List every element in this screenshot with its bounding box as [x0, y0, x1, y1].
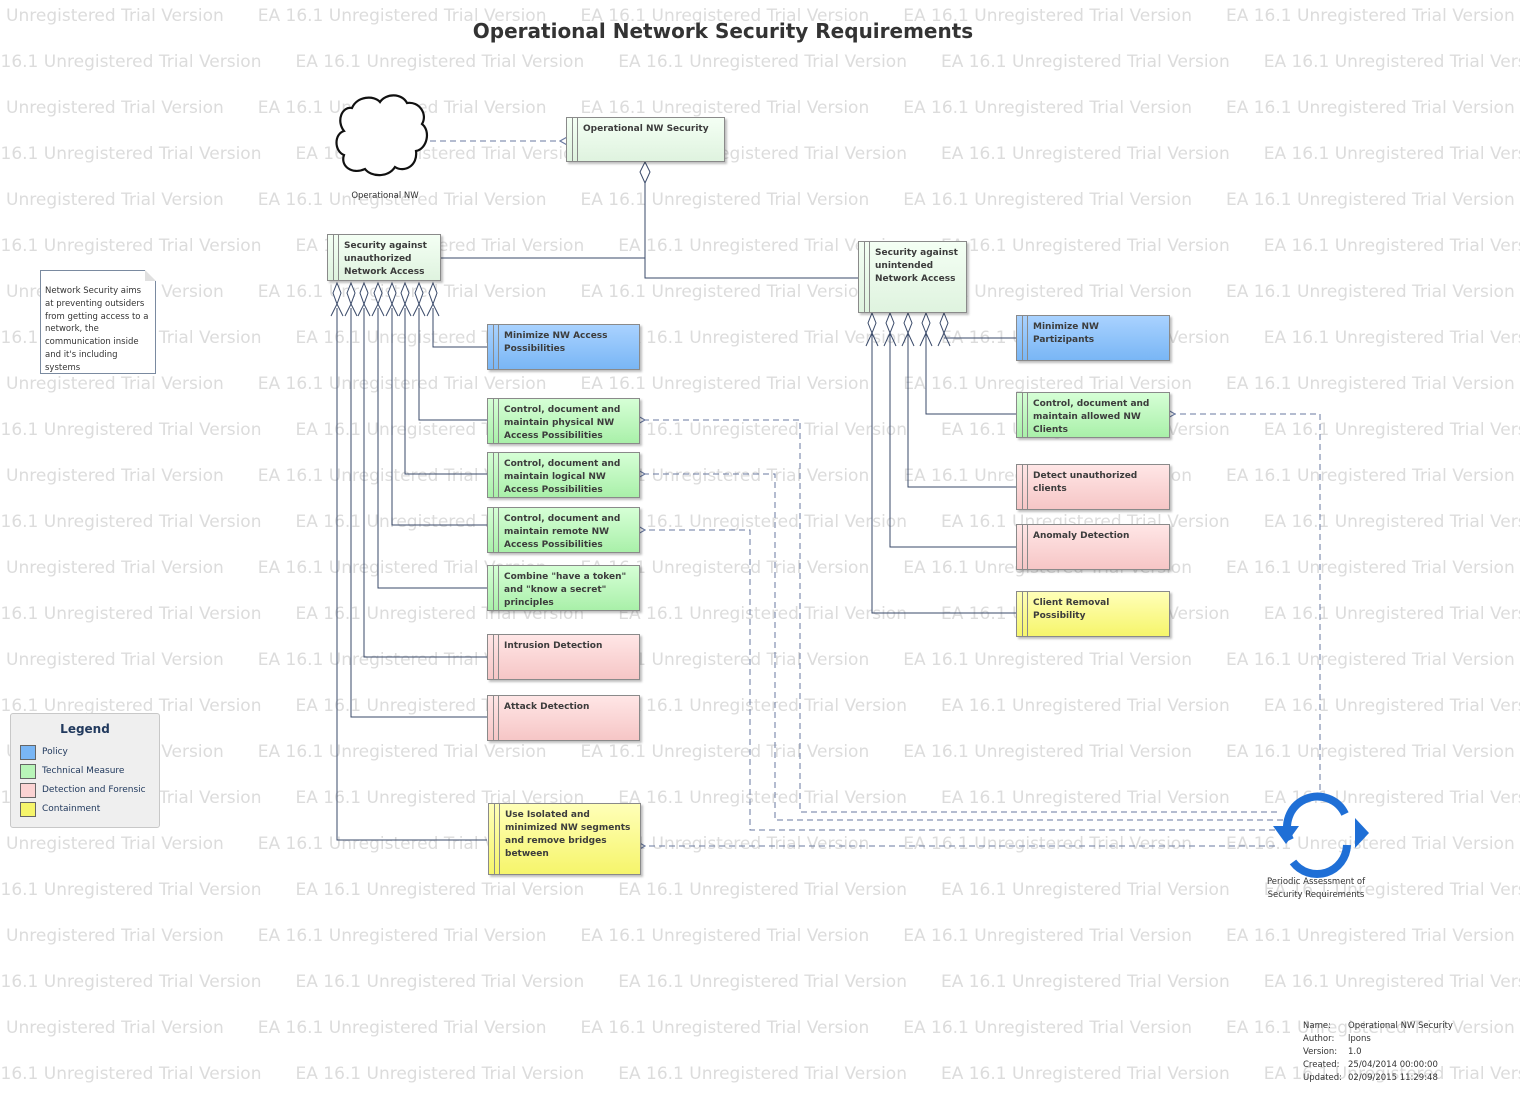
legend-title: Legend	[60, 722, 110, 736]
legend-label: Policy	[42, 747, 68, 757]
meta-key: Version:	[1303, 1047, 1338, 1057]
req-bar	[493, 566, 499, 610]
note-fold	[145, 270, 156, 281]
req-bar	[493, 453, 499, 497]
child-arrowheads	[330, 302, 951, 347]
cloud-label: Operational NW	[351, 191, 419, 201]
req-bar	[493, 696, 499, 740]
cycle-label-line2: Security Requirements	[1267, 890, 1365, 900]
cycle-arrows-icon	[1273, 792, 1369, 878]
req-remote-access[interactable]: Control, document and maintain remote NW…	[487, 507, 640, 553]
req-label: Security against unauthorized Network Ac…	[344, 241, 427, 277]
req-allowed-clients[interactable]: Control, document and maintain allowed N…	[1016, 392, 1170, 438]
req-anomaly-detection[interactable]: Anomaly Detection	[1016, 524, 1170, 570]
req-intrusion-detection[interactable]: Intrusion Detection	[487, 634, 640, 680]
legend[interactable]: Legend Policy Technical Measure Detectio…	[10, 713, 160, 828]
meta-key: Author:	[1303, 1034, 1335, 1044]
meta-value: Operational NW Security	[1348, 1021, 1453, 1031]
aggregation-diamonds	[332, 160, 949, 335]
req-label: Control, document and maintain remote NW…	[504, 514, 621, 550]
req-label: Security against unintended Network Acce…	[875, 248, 958, 284]
req-detect-unauthorized[interactable]: Detect unauthorized clients	[1016, 464, 1170, 510]
aggregation-connectors	[336, 183, 1016, 841]
page-title: Operational Network Security Requirement…	[472, 19, 974, 43]
req-bar	[1022, 525, 1028, 569]
req-bar	[333, 235, 339, 280]
cycle-label-line1: Periodic Assessment of	[1266, 877, 1366, 887]
meta-key: Created:	[1303, 1060, 1340, 1070]
meta-value: 1.0	[1348, 1047, 1362, 1057]
req-bar	[1022, 465, 1028, 509]
req-bar	[493, 635, 499, 679]
note-box[interactable]: Network Security aims at preventing outs…	[40, 270, 156, 374]
meta-value: 25/04/2014 00:00:00	[1348, 1060, 1438, 1070]
req-label: Detect unauthorized clients	[1033, 471, 1138, 494]
legend-label: Detection and Forensic	[42, 785, 146, 795]
legend-swatch	[20, 783, 36, 798]
req-isolated-segments[interactable]: Use Isolated and minimized NW segments a…	[488, 803, 641, 875]
req-minimize-access[interactable]: Minimize NW Access Possibilities	[487, 324, 640, 370]
req-operational-nw-security[interactable]: Operational NW Security	[566, 117, 725, 162]
req-label: Intrusion Detection	[504, 641, 603, 651]
req-label: Minimize NW Partizipants	[1033, 322, 1099, 345]
legend-label: Containment	[42, 804, 101, 814]
req-label: Attack Detection	[504, 702, 590, 712]
req-attack-detection[interactable]: Attack Detection	[487, 695, 640, 741]
req-label: Operational NW Security	[583, 124, 709, 134]
req-bar	[493, 508, 499, 552]
cloud-icon	[335, 94, 429, 177]
req-bar	[572, 118, 578, 161]
req-bar	[864, 242, 870, 312]
req-bar	[1022, 592, 1028, 636]
req-label: Minimize NW Access Possibilities	[504, 331, 608, 354]
req-label: Combine "have a token" and "know a secre…	[504, 572, 627, 608]
req-security-unauthorized[interactable]: Security against unauthorized Network Ac…	[327, 234, 441, 281]
note-text: Network Security aims at preventing outs…	[45, 286, 149, 373]
req-label: Control, document and maintain allowed N…	[1033, 399, 1150, 435]
req-minimize-participants[interactable]: Minimize NW Partizipants	[1016, 315, 1170, 361]
req-label: Use Isolated and minimized NW segments a…	[505, 810, 631, 859]
cycle-label: Periodic Assessment of Security Requirem…	[1246, 876, 1386, 902]
legend-label: Technical Measure	[42, 766, 125, 776]
req-label: Anomaly Detection	[1033, 531, 1130, 541]
meta-value: 02/09/2015 11:29:48	[1348, 1073, 1438, 1083]
req-bar	[1022, 393, 1028, 437]
meta-key: Updated:	[1303, 1073, 1343, 1083]
dependency-connectors	[430, 141, 1321, 846]
legend-swatch	[20, 745, 36, 760]
req-bar	[1022, 316, 1028, 360]
req-bar	[493, 399, 499, 443]
meta-key: Name:	[1303, 1021, 1331, 1031]
req-token-secret[interactable]: Combine "have a token" and "know a secre…	[487, 565, 640, 611]
req-label: Client Removal Possibility	[1033, 598, 1110, 621]
meta-value: lpons	[1348, 1034, 1371, 1044]
req-bar	[494, 804, 500, 874]
legend-swatch	[20, 802, 36, 817]
legend-swatch	[20, 764, 36, 779]
req-physical-access[interactable]: Control, document and maintain physical …	[487, 398, 640, 444]
req-label: Control, document and maintain logical N…	[504, 459, 621, 495]
req-client-removal[interactable]: Client Removal Possibility	[1016, 591, 1170, 637]
req-bar	[493, 325, 499, 369]
req-label: Control, document and maintain physical …	[504, 405, 621, 441]
req-security-unintended[interactable]: Security against unintended Network Acce…	[858, 241, 967, 313]
req-logical-access[interactable]: Control, document and maintain logical N…	[487, 452, 640, 498]
